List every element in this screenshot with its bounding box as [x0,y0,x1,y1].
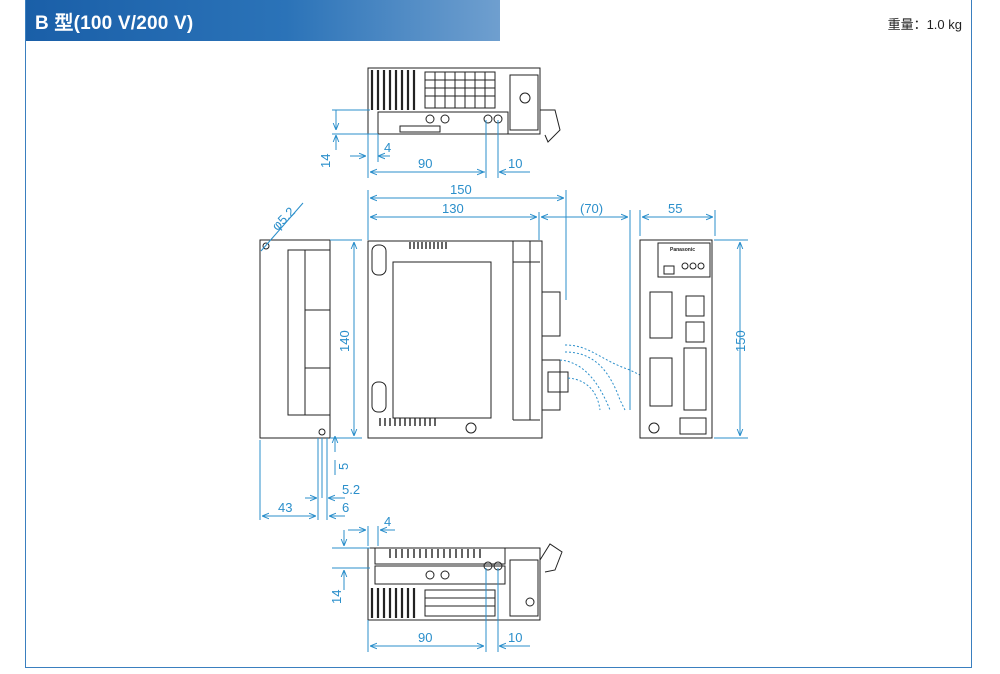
dim-side-55: 55 [668,201,682,216]
dim-front-130: 130 [442,201,464,216]
side-dims [639,210,748,439]
dim-top-10: 10 [508,156,522,171]
bottom-heatsink-fins [370,588,416,618]
side-view [639,239,713,439]
front-view [367,240,641,439]
bottom-vents [389,549,481,558]
top-view [367,67,561,143]
brand-mark: Panasonic [670,247,695,253]
page-title: B 型(100 V/200 V) [35,13,194,34]
top-heatsink-fins [370,70,416,110]
bottom-dims [332,526,530,652]
drawing-frame [25,0,972,668]
front-top-vents [409,242,447,249]
title-bar: B 型(100 V/200 V) [25,0,500,41]
dim-back-6: 6 [342,500,349,515]
dim-bottom-90: 90 [418,630,432,645]
dim-back-5-2: 5.2 [342,482,360,497]
dim-back-140: 140 [337,330,352,352]
dim-back-5: 5 [336,463,351,470]
dim-top-14: 14 [318,154,333,168]
front-dims [367,190,631,410]
dim-bottom-14: 14 [329,590,344,604]
dim-front-70: (70) [580,201,603,216]
dim-bottom-4: 4 [384,514,391,529]
dim-bottom-10: 10 [508,630,522,645]
bottom-view [367,543,563,621]
back-view [259,239,331,439]
dim-top-90: 90 [418,156,432,171]
dim-side-150: 150 [733,330,748,352]
weight-label: 重量：1.0 kg [887,17,962,32]
top-vents [424,71,496,109]
dim-back-dia: φ5.2 [269,204,298,233]
top-dims [332,109,530,178]
back-dims [259,202,362,520]
dim-top-4: 4 [384,140,391,155]
front-bottom-vents [379,418,436,426]
dim-back-43: 43 [278,500,292,515]
dim-front-150: 150 [450,182,472,197]
